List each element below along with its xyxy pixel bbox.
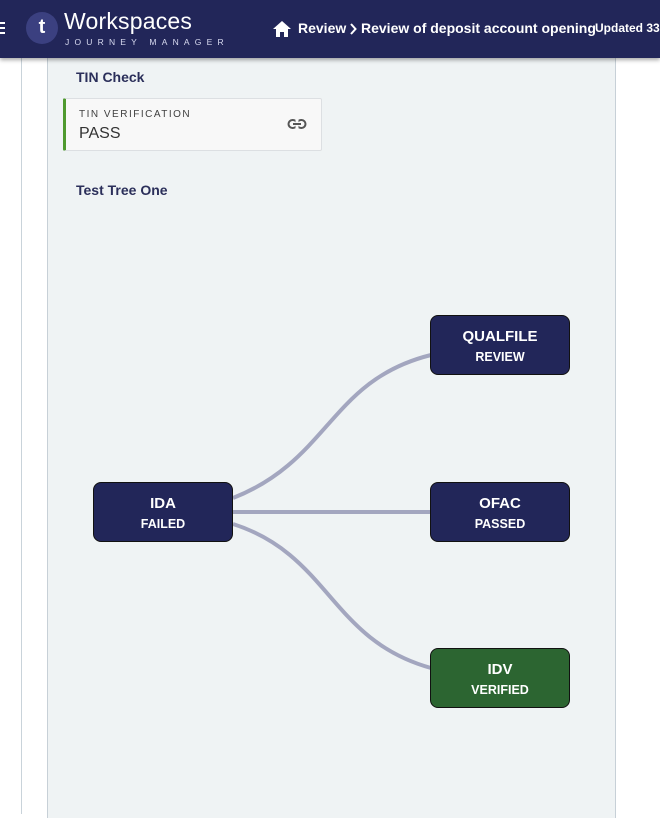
sidebar-divider bbox=[21, 58, 22, 814]
node-title: OFAC bbox=[479, 495, 521, 512]
brand-name: Workspaces bbox=[64, 8, 193, 34]
tin-verification-card: TIN VERIFICATION PASS bbox=[63, 98, 322, 151]
menu-icon[interactable] bbox=[0, 22, 5, 35]
tree-node-ofac[interactable]: OFAC PASSED bbox=[430, 482, 570, 542]
node-status: REVIEW bbox=[475, 350, 525, 364]
home-icon[interactable] bbox=[272, 20, 292, 38]
tin-verification-value: PASS bbox=[79, 125, 121, 142]
breadcrumb-review[interactable]: Review bbox=[298, 20, 347, 36]
node-status: PASSED bbox=[474, 517, 526, 531]
node-title: IDV bbox=[487, 661, 513, 678]
node-title: QUALFILE bbox=[462, 328, 538, 345]
link-icon[interactable] bbox=[287, 117, 307, 131]
tree-node-qualfile[interactable]: QUALFILE REVIEW bbox=[430, 315, 570, 375]
tree-node-idv[interactable]: IDV VERIFIED bbox=[430, 648, 570, 708]
tin-check-title: TIN Check bbox=[76, 69, 145, 85]
app-header: t Workspaces JOURNEY MANAGER Review Revi… bbox=[0, 0, 660, 58]
node-status: VERIFIED bbox=[471, 683, 529, 697]
brand-subtitle: JOURNEY MANAGER bbox=[65, 37, 229, 47]
logo[interactable]: t bbox=[26, 12, 58, 44]
tree-title: Test Tree One bbox=[76, 182, 168, 198]
node-title: IDA bbox=[150, 495, 176, 512]
updated-status: Updated 33 bbox=[595, 21, 660, 35]
tin-verification-label: TIN VERIFICATION bbox=[79, 109, 192, 120]
breadcrumb-current: Review of deposit account opening bbox=[361, 20, 596, 36]
chevron-right-icon bbox=[350, 23, 357, 35]
node-status: FAILED bbox=[140, 517, 186, 531]
tree-node-ida[interactable]: IDA FAILED bbox=[93, 482, 233, 542]
